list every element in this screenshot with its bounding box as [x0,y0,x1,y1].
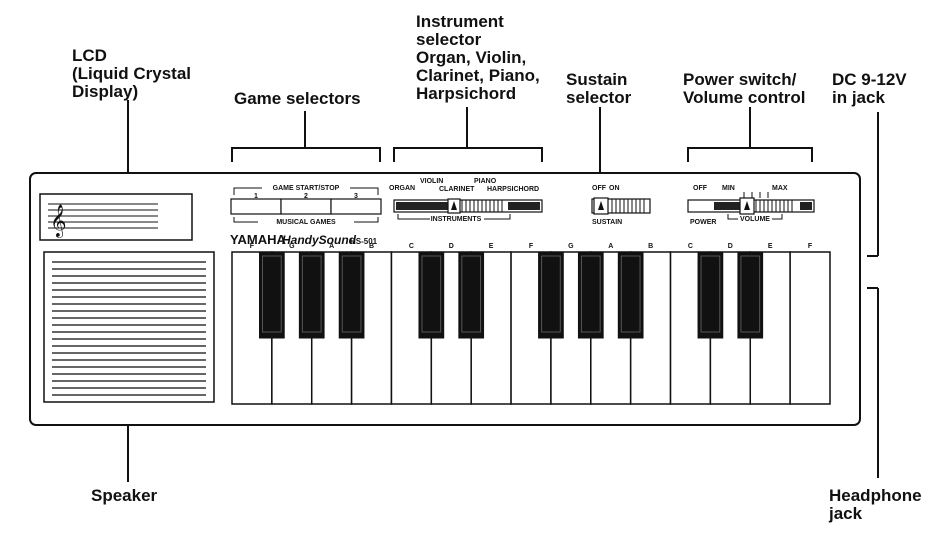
key-label: G [289,243,295,250]
instrument-organ-label: ORGAN [389,185,415,192]
power-label: POWER [690,219,716,226]
instrument-harpsichord-label: HARPSICHORD [487,186,539,193]
volume-max-label: MAX [772,185,788,192]
black-key[interactable] [418,251,445,339]
sustain-selector-callout: Sustain selector [566,70,632,107]
power-volume-callout: Power switch/ Volume control [683,70,806,107]
key-label: F [808,243,813,250]
headphone-jack-callout: Headphone jack [829,486,922,523]
sustain-off-label: OFF [592,185,607,192]
black-key-highlight [740,255,761,333]
game-number-3: 3 [354,193,358,200]
white-key[interactable] [789,251,831,405]
black-key[interactable] [737,251,764,339]
game-button-3[interactable] [330,198,382,215]
key-label: D [728,243,733,250]
volume-min-label: MIN [722,185,735,192]
key-label: C [409,243,414,250]
sustain-label: SUSTAIN [592,219,622,226]
brand-model: HandySound [282,233,357,247]
speaker-callout: Speaker [91,486,158,505]
black-key-highlight [341,255,362,333]
black-key-highlight [262,255,282,333]
black-key[interactable] [697,251,724,339]
game-selectors-callout: Game selectors [234,89,361,108]
brand-model-no: HS-501 [350,237,378,246]
lcd-display [39,193,193,241]
musical-games-label: MUSICAL GAMES [276,219,336,226]
game-button-1[interactable] [230,198,282,215]
black-key-highlight [620,255,641,333]
key-label: A [608,243,613,250]
instrument-piano-label: PIANO [474,178,497,185]
key-label: A [329,243,334,250]
black-keys [259,251,764,339]
lcd-callout: LCD (Liquid Crystal Display) [72,46,192,101]
game-number-1: 1 [254,193,258,200]
game-start-stop-label: GAME START/STOP [273,185,340,192]
brand-maker: YAMAHA [230,232,286,247]
black-key[interactable] [617,251,644,339]
black-key[interactable] [298,251,325,339]
instruments-label: INSTRUMENTS [431,216,482,223]
black-key-highlight [700,255,721,333]
key-label: E [768,243,773,250]
speaker-grille [43,251,215,403]
dc-jack-callout: DC 9-12V in jack [832,70,907,107]
black-key-highlight [301,255,322,333]
key-label: G [568,243,574,250]
black-key[interactable] [577,251,604,339]
black-key[interactable] [338,251,365,339]
black-key[interactable] [259,251,285,339]
volume-label: VOLUME [740,216,770,223]
speaker-slots [52,261,206,396]
black-key-highlight [461,255,482,333]
black-key-highlight [541,255,561,333]
sustain-on-label: ON [609,185,620,192]
instrument-selector-callout: Instrument selector Organ, Violin, Clari… [416,12,540,103]
instrument-violin-label: VIOLIN [420,178,443,185]
game-button-2[interactable] [280,198,332,215]
instrument-clarinet-label: CLARINET [439,186,475,193]
key-label: C [688,243,693,250]
key-label: E [489,243,494,250]
key-label: F [250,243,255,250]
black-key[interactable] [458,251,485,339]
power-off-label: OFF [693,185,708,192]
game-number-2: 2 [304,193,308,200]
key-label: D [449,243,454,250]
treble-clef-icon: 𝄞 [50,204,67,238]
key-label: F [529,243,534,250]
key-label: B [648,243,653,250]
lcd-staff [48,203,158,229]
black-key[interactable] [538,251,564,339]
black-key-highlight [580,255,601,333]
key-label: B [369,243,374,250]
brackets [231,147,813,162]
black-key-highlight [421,255,442,333]
